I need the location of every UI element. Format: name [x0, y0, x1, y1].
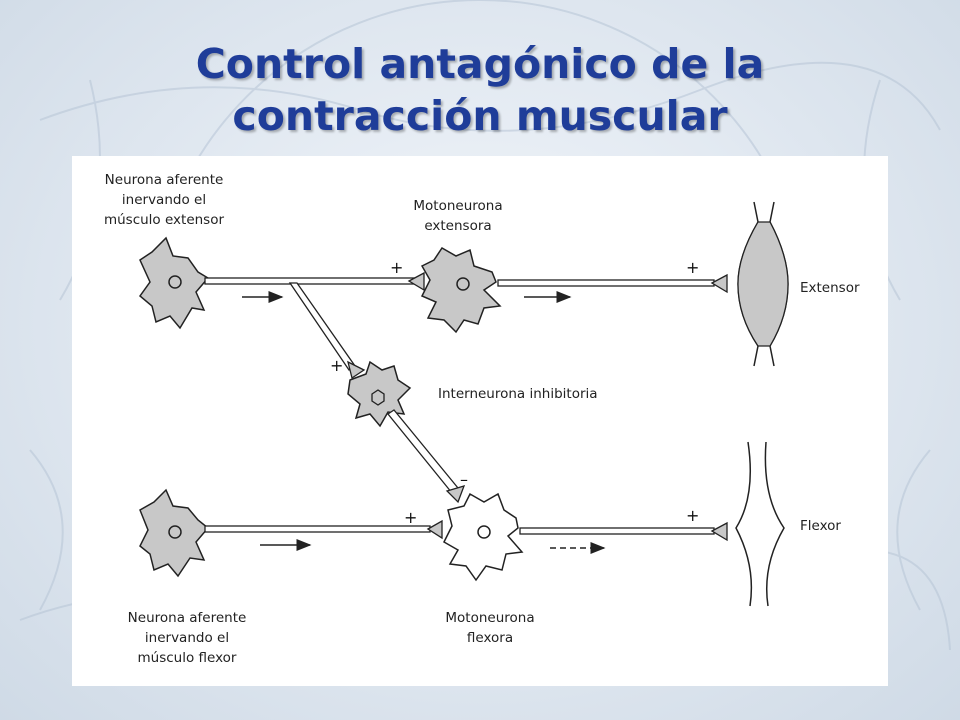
label-afferent-extensor: Neurona aferente inervando el músculo ex…	[103, 172, 225, 228]
label-afferent-flexor: Neurona aferente inervando el músculo fl…	[127, 610, 247, 666]
sign-extensor-synapse: +	[390, 258, 404, 277]
slide-title: Control antagónico de la contracción mus…	[0, 38, 960, 142]
flexor-muscle	[735, 441, 785, 607]
synapse-terminal-extensor	[407, 271, 425, 292]
diagram-panel: Neurona aferente inervando el músculo ex…	[72, 156, 888, 686]
title-line-1: Control antagónico de la	[195, 40, 765, 88]
afferent-extensor-neuron	[138, 236, 419, 330]
afferent-collateral	[288, 282, 366, 380]
label-motoneuron-extensor: Motoneurona extensora	[413, 198, 503, 234]
sign-flexor-muscle: +	[686, 506, 700, 525]
afferent-flexor-neuron	[139, 488, 443, 578]
inhibitory-interneuron	[347, 360, 466, 504]
sign-inhibitory-synapse: –	[460, 470, 468, 489]
sign-interneuron-synapse: +	[330, 356, 344, 375]
label-motoneuron-flexor: Motoneurona flexora	[445, 610, 535, 646]
sign-flexor-synapse: +	[404, 508, 418, 527]
label-interneuron: Interneurona inhibitoria	[438, 386, 598, 402]
label-muscle-flexor: Flexor	[800, 518, 841, 534]
extensor-motoneuron	[420, 247, 728, 334]
reflex-diagram	[138, 201, 789, 607]
extensor-muscle	[737, 201, 789, 367]
sign-extensor-muscle: +	[686, 258, 700, 277]
label-muscle-extensor: Extensor	[800, 280, 860, 296]
flexor-motoneuron	[443, 492, 728, 582]
title-line-2: contracción muscular	[232, 92, 728, 140]
